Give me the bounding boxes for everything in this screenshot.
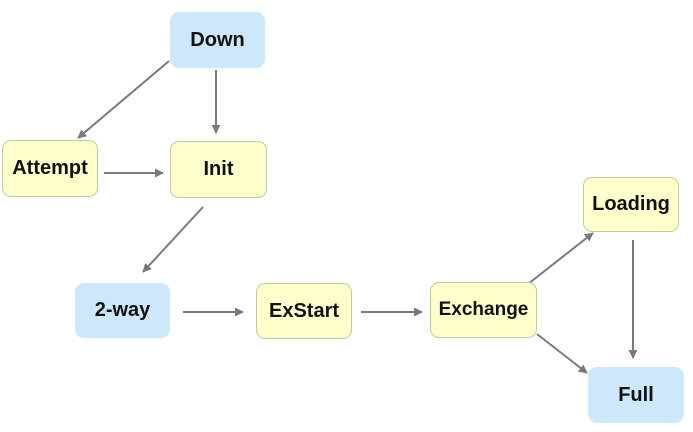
edge-exchange-full	[536, 333, 588, 374]
state-loading-label: Loading	[592, 193, 670, 215]
state-full: Full	[588, 367, 684, 423]
state-init: Init	[170, 141, 267, 198]
state-init-label: Init	[203, 158, 234, 180]
state-down: Down	[170, 12, 265, 68]
edge-init-twoway	[142, 206, 204, 273]
state-exchange-label: Exchange	[438, 299, 529, 320]
edge-down-attempt	[77, 60, 170, 139]
state-attempt-label: Attempt	[12, 157, 88, 179]
state-exchange: Exchange	[430, 282, 537, 338]
state-two-way-label: 2-way	[94, 299, 151, 321]
state-exstart: ExStart	[256, 283, 352, 339]
state-exstart-label: ExStart	[268, 299, 340, 322]
state-two-way: 2-way	[75, 283, 170, 338]
state-down-label: Down	[190, 28, 245, 51]
state-full-label: Full	[618, 383, 654, 406]
state-attempt: Attempt	[2, 140, 98, 197]
state-loading: Loading	[583, 177, 679, 232]
edge-exchange-loading	[527, 232, 594, 285]
